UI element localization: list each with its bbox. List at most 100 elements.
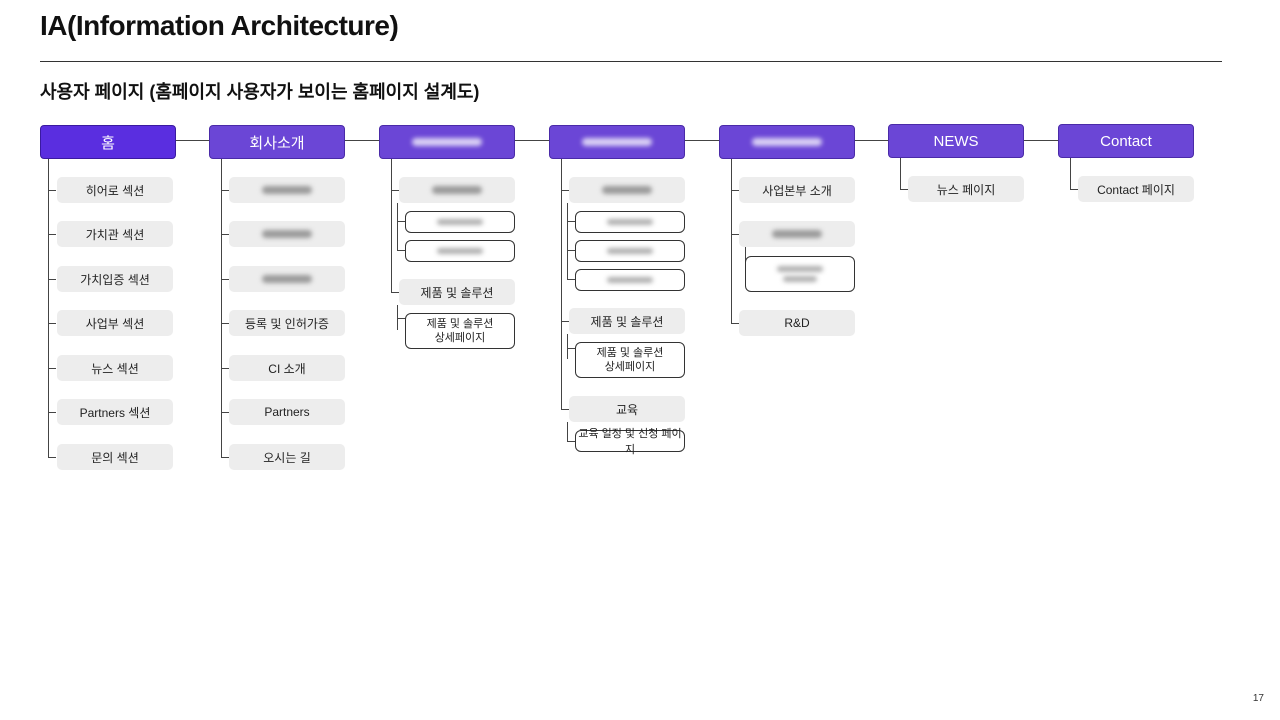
connector xyxy=(567,221,575,222)
top-node-news[interactable]: NEWS xyxy=(888,124,1024,158)
page-node[interactable]: 뉴스 섹션 xyxy=(57,355,173,381)
connector xyxy=(567,334,568,359)
page-node[interactable]: Partners 섹션 xyxy=(57,399,173,425)
node-label: CI 소개 xyxy=(268,361,306,376)
connector xyxy=(221,323,229,324)
blurred-text xyxy=(783,276,817,282)
connector xyxy=(221,368,229,369)
page-node[interactable]: CI 소개 xyxy=(229,355,345,381)
page-node[interactable]: 등록 및 인허가증 xyxy=(229,310,345,336)
top-node-label: NEWS xyxy=(933,132,979,150)
blurred-text xyxy=(752,138,822,146)
page-node[interactable]: 제품 및 솔루션 xyxy=(399,279,515,305)
page-node[interactable]: 가치관 섹션 xyxy=(57,221,173,247)
page-node[interactable]: 사업본부 소개 xyxy=(739,177,855,203)
page-node-blurred[interactable] xyxy=(739,221,855,247)
node-label: 오시는 길 xyxy=(263,450,311,465)
node-label: 가치관 섹션 xyxy=(85,227,145,242)
title-divider xyxy=(40,61,1222,62)
page-node[interactable]: 히어로 섹션 xyxy=(57,177,173,203)
page-node[interactable]: 문의 섹션 xyxy=(57,444,173,470)
connector xyxy=(397,318,405,319)
connector xyxy=(397,305,398,330)
node-label: 사업본부 소개 xyxy=(762,183,832,198)
node-label: 상세페이지 xyxy=(604,361,656,373)
top-node-company[interactable]: 회사소개 xyxy=(209,125,345,159)
connector xyxy=(561,190,569,191)
top-node-home[interactable]: 홈 xyxy=(40,125,176,159)
connector xyxy=(48,412,56,413)
node-label: Contact 페이지 xyxy=(1097,182,1175,197)
node-label: 제품 및 솔루션 xyxy=(596,346,664,359)
top-node-label: 회사소개 xyxy=(249,134,305,152)
page-node[interactable]: 사업부 섹션 xyxy=(57,310,173,336)
connector xyxy=(567,279,575,280)
connector xyxy=(391,292,399,293)
detail-page-node-blurred[interactable] xyxy=(745,256,855,292)
connector xyxy=(345,140,379,141)
node-label: 제품 및 솔루션 xyxy=(426,317,494,330)
top-node-division-1[interactable] xyxy=(379,125,515,159)
page-node[interactable]: Contact 페이지 xyxy=(1078,176,1194,202)
blurred-text xyxy=(607,277,653,283)
node-label: 히어로 섹션 xyxy=(85,183,145,198)
top-node-label: Contact xyxy=(1100,132,1152,150)
top-node-division-2[interactable] xyxy=(549,125,685,159)
top-node-division-3[interactable] xyxy=(719,125,855,159)
page-node-blurred[interactable] xyxy=(569,177,685,203)
connector xyxy=(221,457,229,458)
page-title: IA(Information Architecture) xyxy=(40,10,399,41)
sub-page-node-blurred[interactable] xyxy=(405,240,515,262)
page-node[interactable]: 오시는 길 xyxy=(229,444,345,470)
node-label: 문의 섹션 xyxy=(91,450,139,465)
connector xyxy=(48,234,56,235)
sub-page-node-blurred[interactable] xyxy=(405,211,515,233)
connector xyxy=(1024,140,1058,141)
connector xyxy=(561,321,569,322)
sub-page-node-blurred[interactable] xyxy=(575,269,685,291)
node-label: 가치입증 섹션 xyxy=(80,272,150,287)
connector xyxy=(48,279,56,280)
connector xyxy=(561,159,562,409)
page-node-blurred[interactable] xyxy=(399,177,515,203)
blurred-text xyxy=(607,219,653,225)
blurred-text xyxy=(412,138,482,146)
page-node-blurred[interactable] xyxy=(229,177,345,203)
page-node[interactable]: 가치입증 섹션 xyxy=(57,266,173,292)
sub-page-node-blurred[interactable] xyxy=(575,240,685,262)
connector xyxy=(567,441,575,442)
node-label: 제품 및 솔루션 xyxy=(590,314,664,329)
top-node-label: 홈 xyxy=(101,134,115,152)
top-node-contact[interactable]: Contact xyxy=(1058,124,1194,158)
node-label: 교육 xyxy=(615,402,639,417)
node-label: R&D xyxy=(784,316,810,330)
connector xyxy=(221,190,229,191)
blurred-text xyxy=(772,230,822,238)
connector xyxy=(685,140,719,141)
blurred-text xyxy=(437,219,483,225)
connector xyxy=(1070,189,1078,190)
page-node[interactable]: 제품 및 솔루션 xyxy=(569,308,685,334)
page-subtitle: 사용자 페이지 (홈페이지 사용자가 보이는 홈페이지 설계도) xyxy=(40,82,480,102)
page-node[interactable]: Partners xyxy=(229,399,345,425)
connector xyxy=(48,368,56,369)
sub-page-node-blurred[interactable] xyxy=(575,211,685,233)
sub-page-node[interactable]: 교육 일정 및 신청 페이지 xyxy=(575,428,685,456)
page-node-blurred[interactable] xyxy=(229,221,345,247)
page-node[interactable]: 교육 xyxy=(569,396,685,422)
node-label: 상세페이지 xyxy=(434,332,486,344)
connector xyxy=(48,323,56,324)
node-label: 사업부 섹션 xyxy=(85,316,145,331)
page-node[interactable]: 뉴스 페이지 xyxy=(908,176,1024,202)
blurred-text xyxy=(262,275,312,283)
blurred-text xyxy=(437,248,483,254)
connector xyxy=(1070,158,1071,189)
connector xyxy=(221,279,229,280)
page-number: 17 xyxy=(1252,693,1264,704)
connector xyxy=(48,457,56,458)
connector xyxy=(176,140,209,141)
page-node-blurred[interactable] xyxy=(229,266,345,292)
page-node[interactable]: R&D xyxy=(739,310,855,336)
